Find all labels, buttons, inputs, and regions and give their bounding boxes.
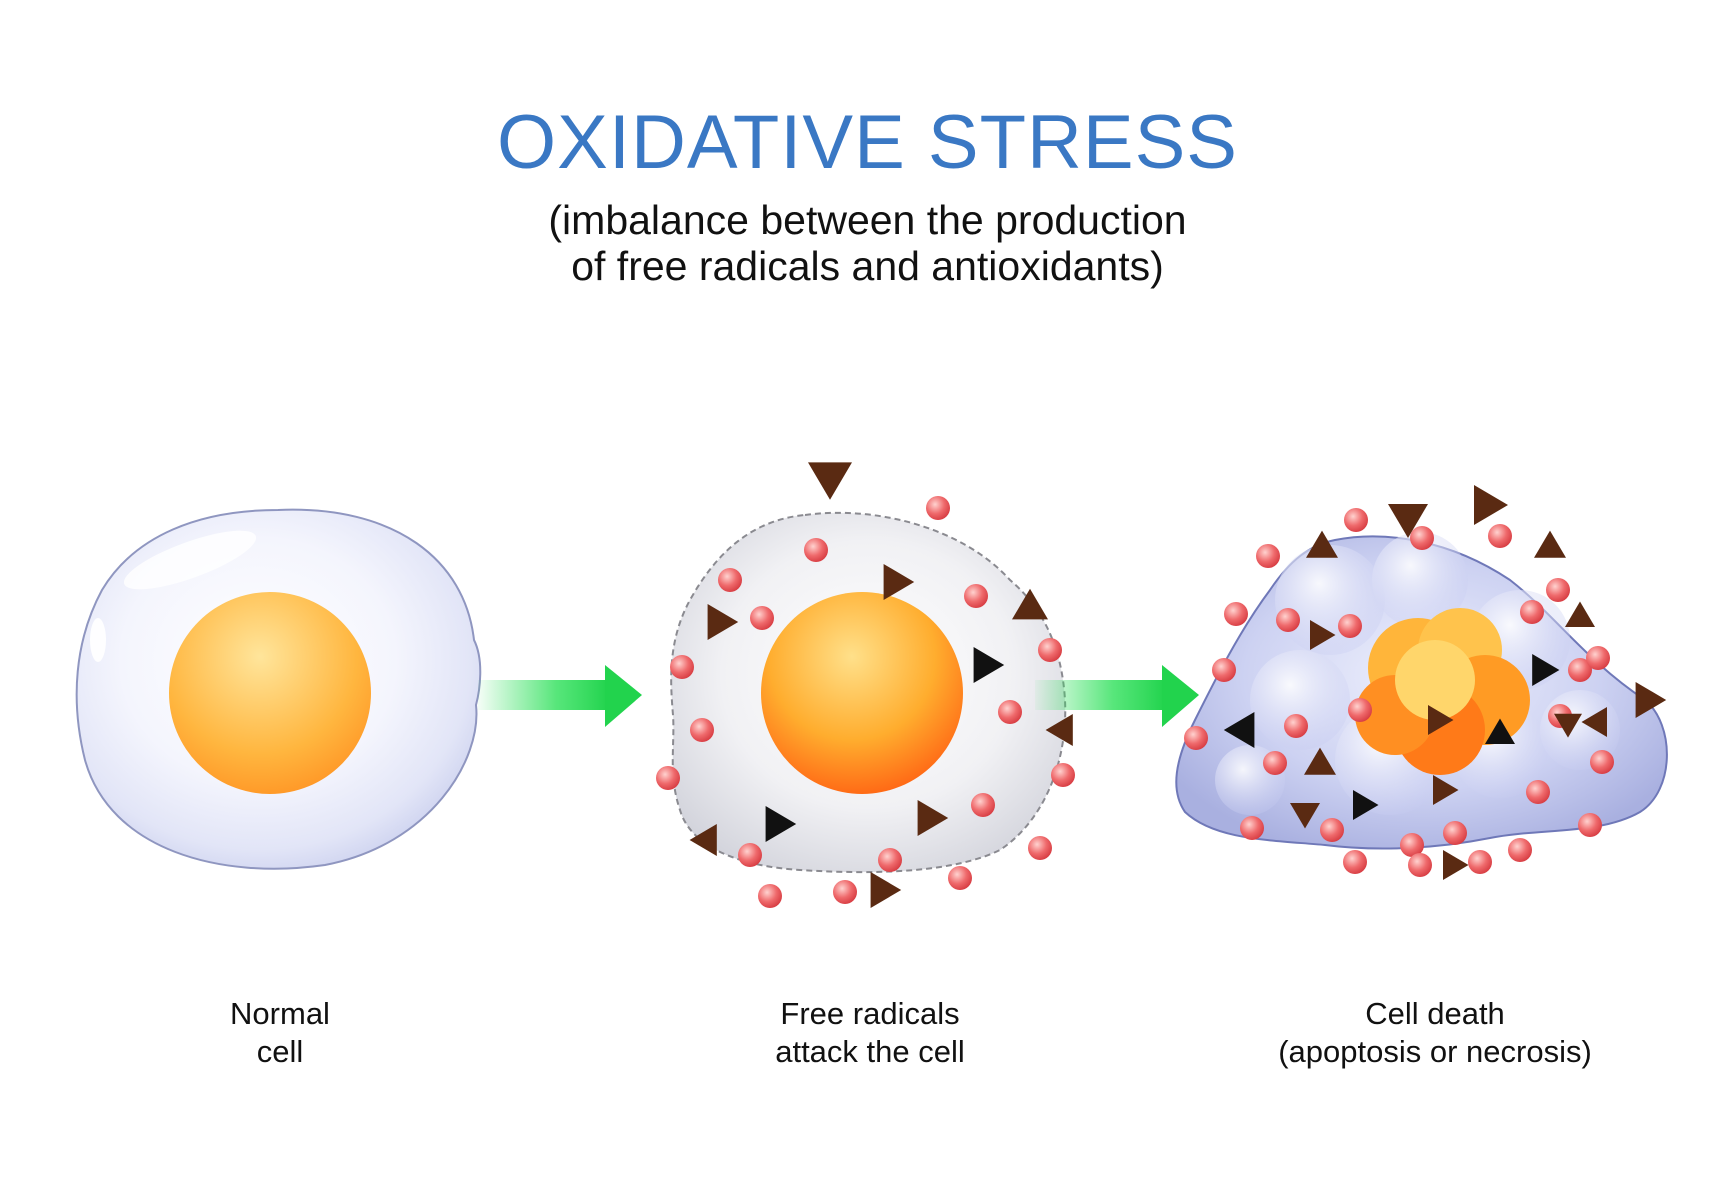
free-radical-dot xyxy=(1526,780,1550,804)
free-radical-triangle xyxy=(870,872,902,908)
diagram-subtitle: (imbalance between the production of fre… xyxy=(0,197,1735,289)
free-radical-dot xyxy=(1320,818,1344,842)
free-radical-triangle xyxy=(1304,747,1336,775)
free-radical-dot xyxy=(1410,526,1434,550)
free-radical-triangle xyxy=(765,806,797,842)
free-radical-dot xyxy=(1212,658,1236,682)
attacked-cell xyxy=(670,511,1067,874)
free-radical-triangle xyxy=(1045,714,1073,746)
free-radical-triangle xyxy=(1223,712,1255,748)
free-radical-dot xyxy=(1348,698,1372,722)
free-radical-dot xyxy=(1028,836,1052,860)
free-radical-triangle xyxy=(1443,850,1469,880)
free-radical-dot xyxy=(656,766,680,790)
free-radical-triangle xyxy=(1428,705,1454,735)
stage-label-line: Free radicals xyxy=(780,996,960,1031)
free-radical-dot xyxy=(878,848,902,872)
stage-label-line: Normal xyxy=(230,996,330,1031)
free-radical-triangle xyxy=(1012,588,1048,620)
normal-cell xyxy=(75,508,482,870)
free-radical-triangle xyxy=(1290,803,1320,829)
right-arrow-icon xyxy=(1035,665,1199,727)
free-radical-triangle xyxy=(1554,713,1582,738)
free-radical-dot xyxy=(1586,646,1610,670)
stage-label-line: (apoptosis or necrosis) xyxy=(1278,1034,1592,1069)
stage-label-cell-death: Cell death (apoptosis or necrosis) xyxy=(1205,995,1665,1071)
free-radical-dot xyxy=(1578,813,1602,837)
free-radical-dot xyxy=(971,793,995,817)
dying-cell xyxy=(1175,532,1668,850)
free-radical-dot xyxy=(964,584,988,608)
free-radical-dot xyxy=(1338,614,1362,638)
stage-label-line: cell xyxy=(256,1034,304,1069)
free-radical-dot xyxy=(1443,821,1467,845)
right-arrow-icon xyxy=(478,665,642,727)
free-radical-dot xyxy=(690,718,714,742)
free-radical-dot xyxy=(1184,726,1208,750)
stage-label-free-radicals: Free radicals attack the cell xyxy=(640,995,1100,1071)
free-radical-dot xyxy=(1038,638,1062,662)
free-radical-triangle xyxy=(1581,707,1607,737)
stage-label-line: Cell death xyxy=(1365,996,1505,1031)
free-radical-dot xyxy=(1488,524,1512,548)
free-radical-dot xyxy=(1051,763,1075,787)
normal-cell-nucleus xyxy=(169,592,371,794)
free-radical-dot xyxy=(1546,578,1570,602)
free-radical-triangle xyxy=(689,824,717,856)
free-radical-dot xyxy=(948,866,972,890)
free-radical-triangle xyxy=(1433,775,1459,805)
free-radical-triangle xyxy=(1388,504,1428,538)
free-radical-triangle xyxy=(883,564,915,600)
free-radical-triangle xyxy=(1485,718,1515,744)
free-radical-dot xyxy=(1408,853,1432,877)
free-radical-dot xyxy=(1344,508,1368,532)
free-radical-dot xyxy=(1568,658,1592,682)
subtitle-line-2: of free radicals and antioxidants) xyxy=(571,243,1164,289)
free-radical-triangle xyxy=(1306,530,1338,558)
subtitle-line-1: (imbalance between the production xyxy=(548,197,1187,243)
free-radical-dot xyxy=(1590,750,1614,774)
stage-label-line: attack the cell xyxy=(775,1034,965,1069)
free-radical-dot xyxy=(926,496,950,520)
free-radical-dot xyxy=(998,700,1022,724)
free-radical-dot xyxy=(1508,838,1532,862)
free-radical-triangle xyxy=(707,604,739,640)
attacked-cell-nucleus xyxy=(761,592,963,794)
free-radical-dot xyxy=(1263,751,1287,775)
free-radical-dot xyxy=(1240,816,1264,840)
free-radical-triangle xyxy=(1310,620,1336,650)
free-radical-dot xyxy=(1224,602,1248,626)
free-radical-dot xyxy=(1284,714,1308,738)
free-radical-triangle xyxy=(1534,530,1566,558)
free-radical-dot xyxy=(758,884,782,908)
free-radical-dot xyxy=(1520,600,1544,624)
free-radical-dot xyxy=(750,606,774,630)
free-radical-triangle xyxy=(808,462,852,500)
free-radical-triangle xyxy=(917,800,949,836)
free-radical-dot xyxy=(1343,850,1367,874)
free-radical-triangle xyxy=(1635,682,1667,718)
free-radical-particles xyxy=(656,462,1667,908)
free-radical-triangle xyxy=(1565,601,1595,627)
free-radical-dot xyxy=(718,568,742,592)
free-radical-dot xyxy=(1256,544,1280,568)
free-radical-dot xyxy=(1276,608,1300,632)
free-radical-triangle xyxy=(1353,790,1379,820)
free-radical-dot xyxy=(670,655,694,679)
free-radical-triangle xyxy=(1532,654,1560,686)
free-radical-dot xyxy=(1468,850,1492,874)
free-radical-triangle xyxy=(973,647,1005,683)
free-radical-dot xyxy=(738,843,762,867)
free-radical-dot xyxy=(1400,833,1424,857)
free-radical-dot xyxy=(804,538,828,562)
free-radical-triangle xyxy=(1474,485,1508,525)
diagram-title: OXIDATIVE STRESS xyxy=(497,100,1238,185)
stage-label-normal-cell: Normal cell xyxy=(50,995,510,1071)
fragmented-nucleus xyxy=(1355,608,1530,775)
free-radical-dot xyxy=(833,880,857,904)
